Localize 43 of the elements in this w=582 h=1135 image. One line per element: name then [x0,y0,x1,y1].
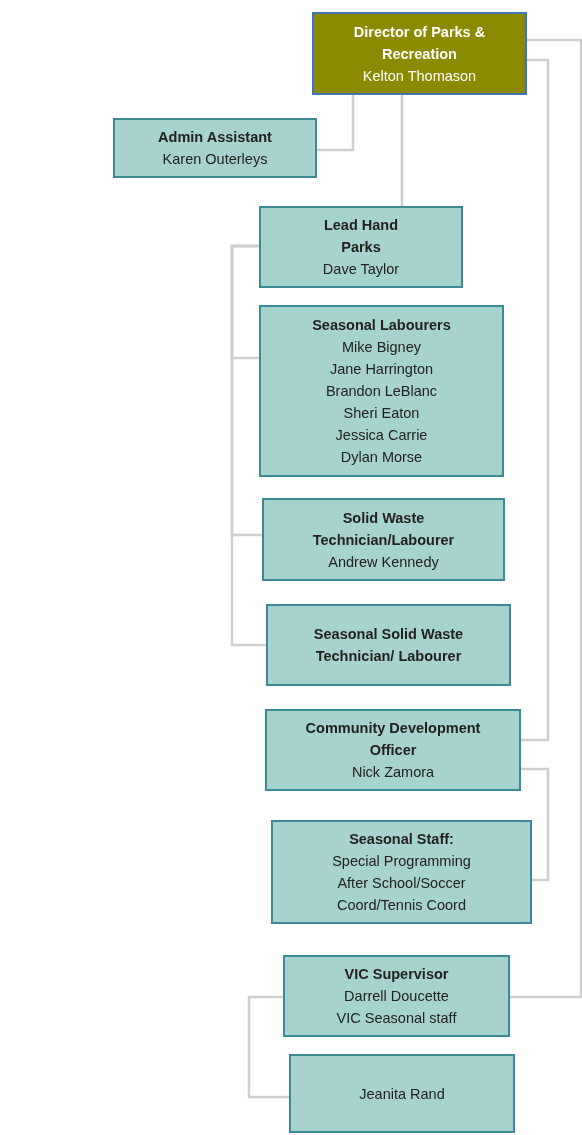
connector-line [317,95,355,152]
position-title: Seasonal Labourers [312,316,451,335]
staff-name: Dylan Morse [340,448,423,467]
position-title: VIC Supervisor [344,965,449,984]
position-box [266,604,511,686]
staff-name: After School/Soccer [337,874,466,893]
position-title: Community Development Officer [304,719,482,760]
position-box [262,498,505,581]
position-box [283,955,510,1037]
staff-name: Jeanita Rand [359,1084,445,1104]
staff-name: Karen Outerleys [162,150,268,169]
staff-name: Dave Taylor [322,260,400,279]
position-box [259,305,504,477]
staff-name: Special Programming [332,852,471,871]
position-title: Seasonal Staff: [349,830,454,849]
staff-name: Andrew Kennedy [328,552,439,572]
position-title: Solid Waste Technician/Labourer [311,508,456,550]
staff-name: VIC Seasonal staff [336,1009,457,1028]
staff-name: Jane Harrington [329,360,434,379]
position-title: Director of Parks & Recreation [352,22,487,64]
position-title: Admin Assistant [158,128,272,147]
position-box [113,118,317,178]
staff-name: Mike Bigney [342,338,421,357]
position-box [259,206,463,288]
staff-name: Sheri Eaton [343,404,420,423]
connector-line [247,995,289,1099]
staff-name: Coord/Tennis Coord [337,896,466,915]
staff-name: Jessica Carrie [335,426,428,445]
staff-name: Brandon LeBlanc [325,382,438,401]
connector-line [230,244,266,647]
staff-name: Nick Zamora [351,763,435,782]
staff-name: Darrell Doucette [344,987,449,1006]
position-box [271,820,532,924]
connector-line [521,58,550,742]
position-title: Seasonal Solid Waste Technician/ Labourer [312,625,465,666]
connector-line [510,38,582,999]
director-box [312,12,527,95]
staff-name: Kelton Thomason [362,66,477,86]
position-box [289,1054,515,1133]
connector-line [521,767,550,882]
position-title: Lead Hand Parks [322,216,400,257]
position-box [265,709,521,791]
connector-line [400,95,404,206]
